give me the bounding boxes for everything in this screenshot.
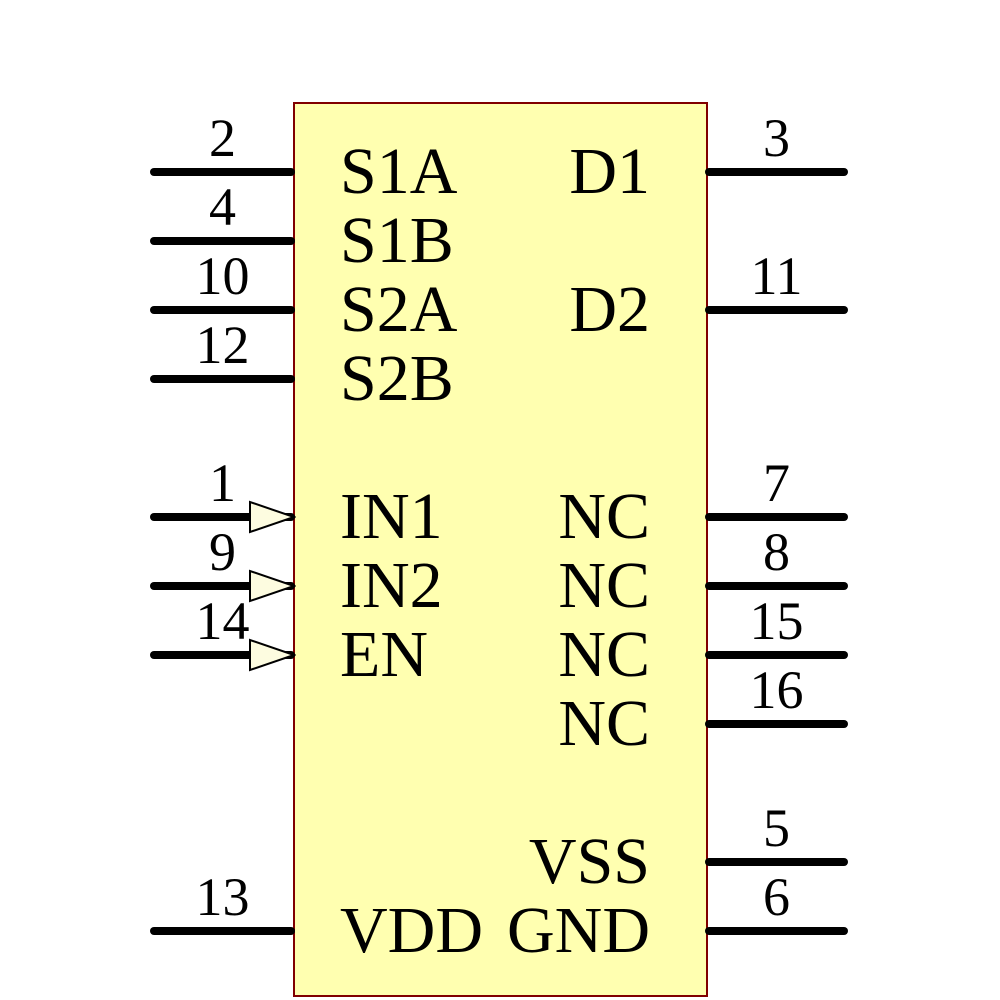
- pin-4-label: S1B: [340, 204, 454, 277]
- input-arrow-icon: [248, 637, 298, 678]
- pin-2-label: S1A: [340, 135, 458, 208]
- pin-7-label: NC: [558, 480, 650, 553]
- pin-5-number: 5: [763, 798, 790, 858]
- pin-8-line: [705, 582, 848, 590]
- pin-12-line: [150, 375, 295, 383]
- pin-13-line: [150, 927, 295, 935]
- pin-2-number: 2: [209, 108, 236, 168]
- input-arrow-icon: [248, 568, 298, 609]
- pin-6-label: GND: [507, 894, 650, 967]
- pin-15-number: 15: [749, 591, 804, 651]
- pin-9-number: 9: [209, 522, 236, 582]
- pin-13-number: 13: [195, 867, 250, 927]
- pin-10-number: 10: [195, 246, 250, 306]
- pin-8-label: NC: [558, 549, 650, 622]
- pin-11-label: D2: [569, 273, 650, 346]
- pin-9-line: [150, 582, 295, 590]
- pin-12-label: S2B: [340, 342, 454, 415]
- pin-16-line: [705, 720, 848, 728]
- pin-9-label: IN2: [340, 549, 443, 622]
- pin-1-label: IN1: [340, 480, 443, 553]
- pin-4-number: 4: [209, 177, 236, 237]
- pin-1-number: 1: [209, 453, 236, 513]
- pin-6-line: [705, 927, 848, 935]
- pin-13-label: VDD: [340, 894, 483, 967]
- pin-3-line: [705, 168, 848, 176]
- input-arrow-icon: [248, 499, 298, 540]
- pin-2-line: [150, 168, 295, 176]
- pin-7-number: 7: [763, 453, 790, 513]
- ic-symbol-body: [293, 102, 708, 997]
- pin-14-label: EN: [340, 618, 428, 691]
- pin-5-label: VSS: [528, 825, 650, 898]
- pin-5-line: [705, 858, 848, 866]
- pin-3-label: D1: [569, 135, 650, 208]
- pin-16-number: 16: [749, 660, 804, 720]
- pin-14-line: [150, 651, 295, 659]
- pin-14-number: 14: [195, 591, 250, 651]
- pin-12-number: 12: [195, 315, 250, 375]
- pin-11-line: [705, 306, 848, 314]
- pin-15-line: [705, 651, 848, 659]
- pin-10-label: S2A: [340, 273, 458, 346]
- pin-8-number: 8: [763, 522, 790, 582]
- pin-6-number: 6: [763, 867, 790, 927]
- pin-16-label: NC: [558, 687, 650, 760]
- pin-4-line: [150, 237, 295, 245]
- pin-15-label: NC: [558, 618, 650, 691]
- pin-3-number: 3: [763, 108, 790, 168]
- pin-1-line: [150, 513, 295, 521]
- pin-10-line: [150, 306, 295, 314]
- pin-11-number: 11: [750, 246, 803, 306]
- pin-7-line: [705, 513, 848, 521]
